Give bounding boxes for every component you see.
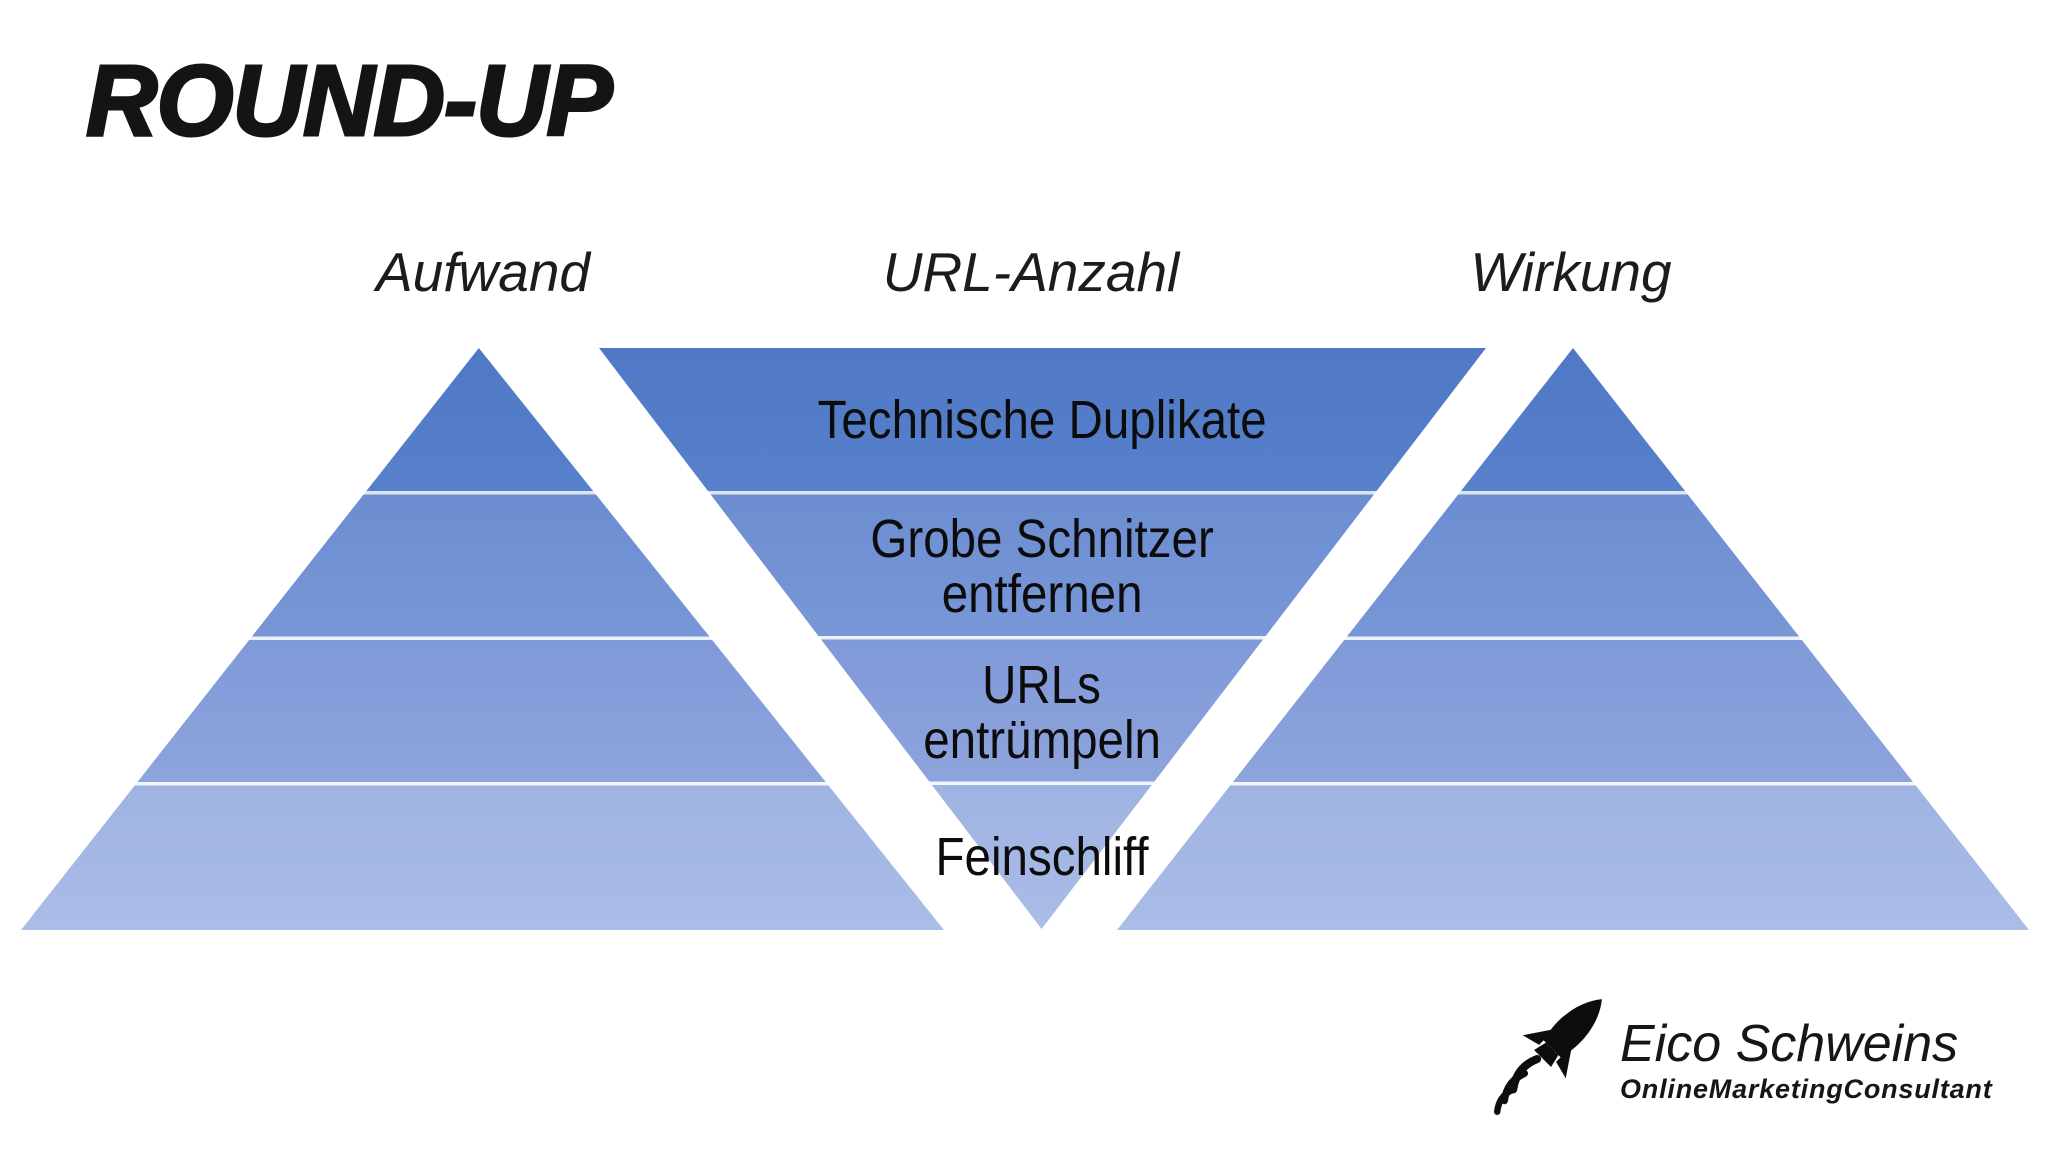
column-header-url-anzahl: URL-Anzahl <box>882 241 1180 303</box>
logo-text: Eico Schweins OnlineMarketingConsultant <box>1620 1017 1993 1105</box>
logo-name: Eico Schweins <box>1620 1015 1959 1073</box>
funnel-stage-feinschliff: Feinschliff <box>742 785 1342 930</box>
stage-label: entfernen <box>941 563 1143 624</box>
logo-subtitle: OnlineMarketingConsultant <box>1620 1073 1993 1104</box>
stage-label: Technische Duplikate <box>817 390 1267 450</box>
funnel-stage-grobe-schnitzer: Grobe Schnitzer entfernen <box>742 493 1342 640</box>
page-title: ROUND-UP <box>85 44 615 159</box>
funnel-stage-urls-entruempeln: URLs entrümpeln <box>742 640 1342 785</box>
column-header-aufwand: Aufwand <box>375 241 591 303</box>
logo: Eico Schweins OnlineMarketingConsultant <box>1478 965 1993 1137</box>
stage-label: Grobe Schnitzer <box>870 508 1214 569</box>
column-header-wirkung: Wirkung <box>1470 241 1672 303</box>
stage-label: Feinschliff <box>935 827 1149 887</box>
rocket-icon <box>1494 999 1602 1115</box>
stage-label: entrümpeln <box>923 709 1161 770</box>
funnel-stage-technische-duplikate: Technische Duplikate <box>742 348 1342 493</box>
stage-label: URLs <box>982 654 1102 715</box>
